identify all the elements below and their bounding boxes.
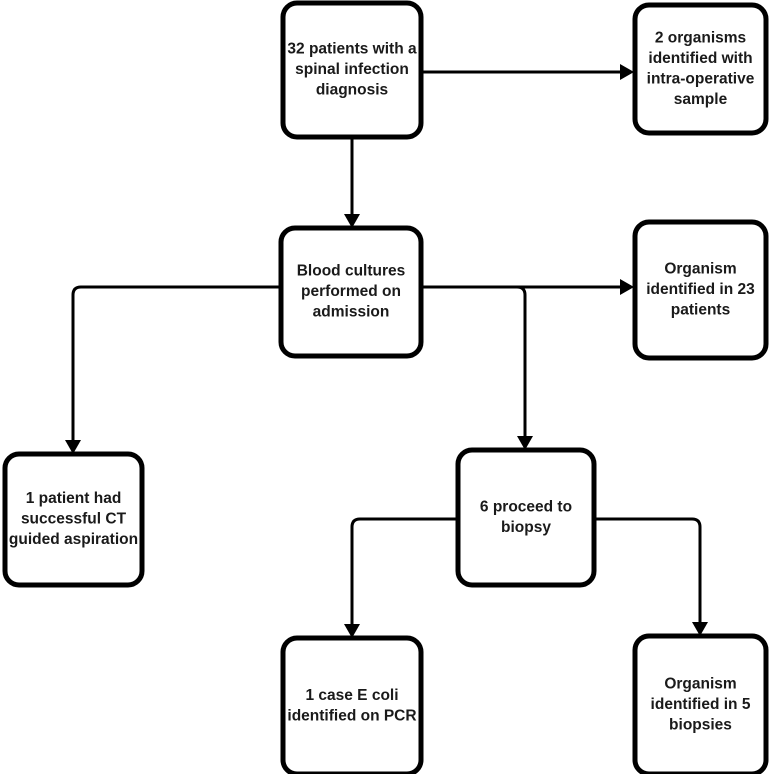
organism-23-patients-node-label: Organism identified in 23 patients xyxy=(646,261,755,319)
ct-aspiration-node-label-line: successful CT xyxy=(21,511,127,528)
organism-5-biopsies-node[interactable]: Organism identified in 5 biopsies xyxy=(632,633,769,774)
ct-aspiration-node-shape xyxy=(2,451,145,588)
intraoperative-sample-node-shape xyxy=(632,2,769,136)
ecoli-pcr-node-label: 1 case E coli identified on PCR xyxy=(287,687,416,725)
ecoli-pcr-node-shape xyxy=(280,635,424,774)
organism-5-biopsies-node-label-line: Organism xyxy=(664,676,736,693)
biopsy-node-shape xyxy=(455,447,597,588)
arrowhead-to-organism-5 xyxy=(692,622,708,636)
organism-5-biopsies-node-shape xyxy=(632,633,769,774)
arrowhead-to-ecoli-pcr xyxy=(344,624,360,638)
cohort-node[interactable]: 32 patients with a spinal infection diagno… xyxy=(280,0,424,140)
biopsy-node-label-line: biopsy xyxy=(501,519,551,536)
edge-biopsy-to-ecoli-pcr xyxy=(350,517,458,631)
blood-cultures-node-label-line: admission xyxy=(313,304,390,321)
edge-biopsy-to-organism-5 xyxy=(594,517,702,629)
biopsy-node-label: 6 proceed to biopsy xyxy=(480,498,572,536)
biopsy-node[interactable]: 6 proceed to biopsy xyxy=(455,447,597,588)
intraoperative-sample-node-label-line: sample xyxy=(674,91,728,108)
intraoperative-sample-node[interactable]: 2 organisms identified with intra-operativ… xyxy=(632,2,769,136)
organism-23-patients-node-label-line: identified in 23 xyxy=(646,281,755,298)
organism-5-biopsies-node-label: Organism identified in 5 biopsies xyxy=(651,676,751,734)
intraoperative-sample-node-label-line: 2 organisms xyxy=(655,29,746,46)
ct-aspiration-node-label-line: guided aspiration xyxy=(9,531,138,548)
arrowhead-to-organism-23 xyxy=(620,279,634,295)
edge-blood-cultures-to-ct-aspiration xyxy=(71,285,281,447)
ecoli-pcr-node[interactable]: 1 case E coli identified on PCR xyxy=(280,635,424,774)
blood-cultures-node-label-line: performed on xyxy=(301,283,401,300)
biopsy-node-label-line: 6 proceed to xyxy=(480,498,572,515)
organism-5-biopsies-node-label-line: biopsies xyxy=(669,717,732,734)
ecoli-pcr-node-label-line: 1 case E coli xyxy=(305,687,398,704)
intraoperative-sample-node-label-line: intra-operative xyxy=(647,70,755,87)
intraoperative-sample-node-label: 2 organisms identified with intra-operativ… xyxy=(647,29,755,108)
cohort-node-label-line: diagnosis xyxy=(316,82,388,99)
arrowhead-to-blood-cultures xyxy=(344,214,360,228)
edges-layer xyxy=(71,70,702,631)
ecoli-pcr-node-label-line: identified on PCR xyxy=(287,707,416,724)
organism-23-patients-node-shape xyxy=(632,219,769,361)
ct-aspiration-node[interactable]: 1 patient had successful CT guided aspirat… xyxy=(2,451,145,588)
cohort-node-label-line: spinal infection xyxy=(295,61,409,78)
organism-23-patients-node[interactable]: Organism identified in 23 patients xyxy=(632,219,769,361)
intraoperative-sample-node-label-line: identified with xyxy=(648,50,752,67)
cohort-node-shape xyxy=(280,0,424,140)
blood-cultures-node[interactable]: Blood cultures performed on admission xyxy=(278,225,424,359)
edge-blood-cultures-to-biopsy xyxy=(421,285,527,443)
arrowhead-to-intraoperative xyxy=(620,64,634,80)
organism-5-biopsies-node-label-line: identified in 5 xyxy=(651,696,751,713)
arrowheads-layer xyxy=(65,64,708,638)
ct-aspiration-node-label: 1 patient had successful CT guided aspirat… xyxy=(9,490,138,548)
organism-23-patients-node-label-line: Organism xyxy=(664,261,736,278)
blood-cultures-node-label-line: Blood cultures xyxy=(297,263,406,280)
arrowhead-to-biopsy xyxy=(517,436,533,450)
organism-23-patients-node-label-line: patients xyxy=(671,302,730,319)
cohort-node-label: 32 patients with a spinal infection diagno… xyxy=(287,41,417,99)
arrowhead-to-ct-aspiration xyxy=(65,440,81,454)
ct-aspiration-node-label-line: 1 patient had xyxy=(26,490,122,507)
cohort-node-label-line: 32 patients with a xyxy=(287,41,417,58)
blood-cultures-node-shape xyxy=(278,225,424,359)
blood-cultures-node-label: Blood cultures performed on admission xyxy=(297,263,406,321)
